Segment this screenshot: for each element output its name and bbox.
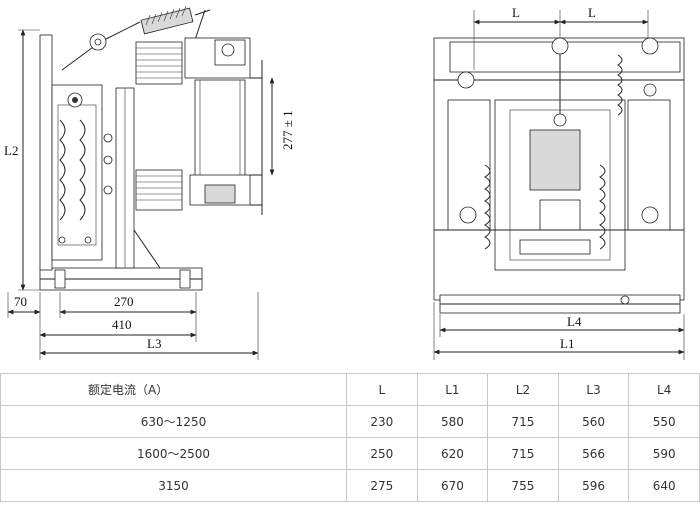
technical-drawing: L2 277 ± 1 70 270 410 L3 [4,5,685,360]
front-view-dimensions: L L L4 L1 [433,5,685,360]
table-header-cell: L [346,373,418,406]
table-cell: 630～1250 [0,405,347,438]
table-header-cell: L2 [487,373,559,406]
table-cell: 275 [346,469,418,502]
table-cell: 715 [487,437,559,470]
table-cell: 550 [628,405,700,438]
table-header-cell: L4 [628,373,700,406]
table-cell: 620 [416,437,489,470]
table-header-cell: L1 [416,373,489,406]
side-view [39,5,263,291]
table-cell: 250 [346,437,418,470]
table-cell: 560 [557,405,630,438]
front-view [433,37,685,314]
table-row: 1600～2500 250 620 715 566 590 [0,437,700,470]
table-cell: 755 [487,469,559,502]
table-header-cell: 额定电流（A） [0,373,347,406]
dim-70-label: 70 [14,294,27,309]
side-view-dimensions: L2 277 ± 1 70 270 410 L3 [4,29,295,360]
dim-l4-label: L4 [567,314,582,329]
table-cell: 670 [416,469,489,502]
dimension-table: 额定电流（A） L L1 L2 L3 L4 630～1250 230 580 7… [0,373,700,502]
dim-l3-label: L3 [147,336,161,351]
table-row: 3150 275 670 755 596 640 [0,469,700,502]
table-cell: 1600～2500 [0,437,347,470]
dim-l2-label: L2 [4,143,18,158]
dim-270-label: 270 [114,294,134,309]
table-header-row: 额定电流（A） L L1 L2 L3 L4 [0,373,700,406]
table-cell: 580 [416,405,489,438]
table-row: 630～1250 230 580 715 560 550 [0,405,700,438]
table-cell: 3150 [0,469,347,502]
table-cell: 590 [628,437,700,470]
table-cell: 640 [628,469,700,502]
table-cell: 566 [557,437,630,470]
dim-410-label: 410 [112,317,132,332]
dim-l-right-label: L [588,5,596,20]
table-cell: 715 [487,405,559,438]
table-header-cell: L3 [557,373,630,406]
table-cell: 596 [557,469,630,502]
dim-277-label: 277 ± 1 [280,110,295,150]
table-cell: 230 [346,405,418,438]
dim-l1-label: L1 [560,336,574,351]
dim-l-left-label: L [512,5,520,20]
